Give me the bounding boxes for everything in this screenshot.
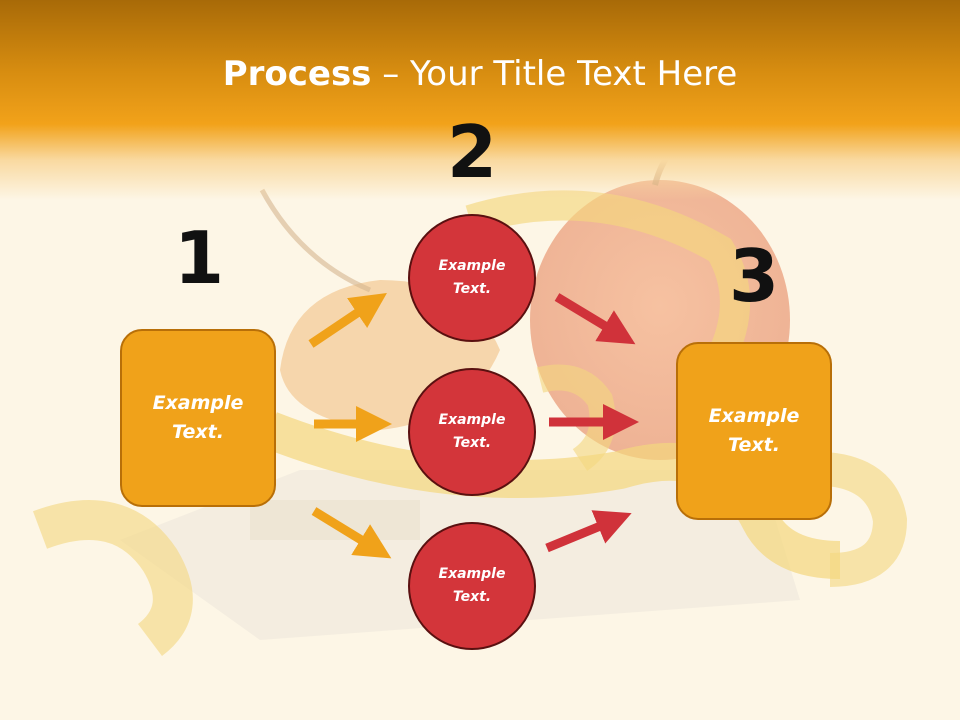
arrow-box-to-circle-bottom: [311, 507, 392, 559]
arrow-box-to-circle-top: [308, 292, 387, 348]
title-bold: Process: [222, 54, 372, 94]
circle-top-text: Example Text.: [438, 258, 506, 297]
step-number-1: 1: [173, 216, 225, 300]
circle-top[interactable]: Example Text.: [408, 214, 536, 342]
arrow-circle-top-to-box: [554, 293, 636, 345]
title-rest: – Your Title Text Here: [371, 54, 738, 94]
circle-bottom[interactable]: Example Text.: [408, 522, 536, 650]
step-number-3: 3: [728, 234, 780, 318]
slide-title: Process – Your Title Text Here: [0, 52, 960, 96]
right-box[interactable]: Example Text.: [676, 342, 832, 520]
header-band: [0, 0, 960, 200]
step-number-2: 2: [446, 110, 498, 194]
circle-middle-text: Example Text.: [438, 412, 506, 451]
left-box[interactable]: Example Text.: [120, 329, 276, 507]
circle-middle[interactable]: Example Text.: [408, 368, 536, 496]
left-box-text: Example Text.: [152, 392, 244, 443]
arrow-circle-bottom-to-box: [545, 510, 632, 553]
right-box-text: Example Text.: [708, 405, 800, 456]
circle-bottom-text: Example Text.: [438, 566, 506, 605]
